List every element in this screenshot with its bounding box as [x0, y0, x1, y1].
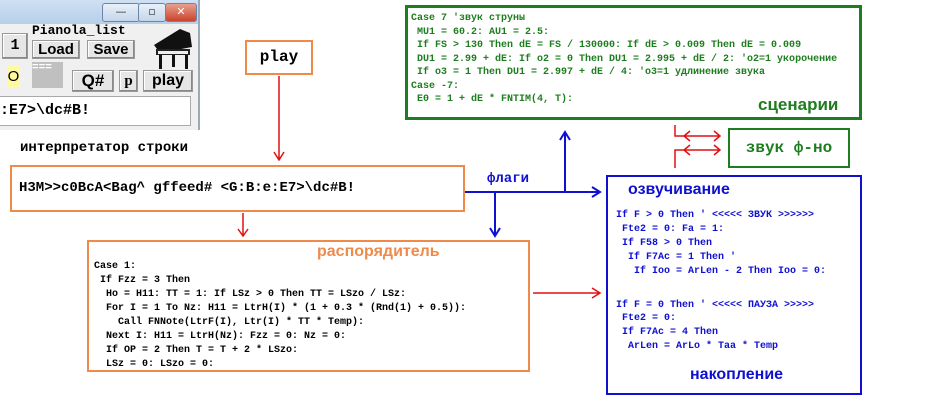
code-line: Case -7:	[411, 80, 460, 92]
code-line: If F > 0 Then ' <<<<< ЗВУК >>>>>>	[616, 210, 815, 221]
code-line: If F7Ac = 4 Then	[616, 327, 719, 339]
dispatcher-code: Case 1: If Fzz = 3 Then Ho = H11: TT = 1…	[94, 246, 523, 372]
voicing-footer: накопление	[690, 366, 784, 383]
separator-display: ===	[32, 62, 63, 88]
code-line: If F7Ac = 1 Then '	[616, 251, 737, 263]
red-arrow-string-to-dispatcher	[237, 213, 249, 238]
interpreter-label: интерпретатор строки	[20, 140, 189, 156]
code-line: LSz = 0: LSzo = 0:	[94, 359, 215, 370]
code-line: Fte2 = 0: Fa = 1:	[616, 223, 725, 235]
red-arrow-dispatcher-to-voicing	[533, 287, 602, 299]
code-line: Fte2 = 0:	[616, 313, 677, 325]
red-double-arrow-2	[674, 144, 722, 168]
red-arrow-play-to-string	[273, 76, 285, 162]
blue-arrow-flags-to-voicing	[465, 186, 602, 198]
code-line: For I = 1 To Nz: H11 = LtrH(I) * (1 + 0.…	[94, 303, 467, 314]
flags-label: флаги	[487, 171, 530, 187]
voicing-code: If F > 0 Then ' <<<<< ЗВУК >>>>>> Fte2 =…	[616, 209, 826, 354]
code-line: Call FNNote(LtrF(I), Ltr(I) * TT * Temp)…	[94, 317, 365, 328]
code-line: If Fzz = 3 Then	[94, 275, 191, 286]
code-line: ArLen = ArLo * Taa * Temp	[616, 341, 779, 353]
code-line: If F = 0 Then ' <<<<< ПАУЗА >>>>>	[616, 299, 815, 311]
code-line: If o3 = 1 Then DU1 = 2.997 + dE / 4: 'o3…	[411, 67, 766, 78]
code-line: If FS > 130 Then dE = FS / 130000: If dE…	[411, 40, 802, 51]
dispatcher-title: распорядитель	[317, 243, 440, 260]
scenarios-title: сценарии	[758, 95, 839, 114]
code-line: Next I: H11 = LtrH(Nz): Fzz = 0: Nz = 0:	[94, 331, 347, 342]
list-label: Pianola_list	[32, 23, 126, 38]
code-line: MU1 = 60.2: AU1 = 2.5:	[411, 26, 550, 38]
code-line: Ho = H11: TT = 1: If LSz > 0 Then TT = L…	[94, 289, 407, 300]
scenarios-box: Case 7 'звук струны MU1 = 60.2: AU1 = 2.…	[405, 5, 862, 120]
p-button[interactable]: p	[119, 70, 138, 92]
code-line: Case 7 'звук струны	[411, 13, 526, 24]
save-button[interactable]: Save	[87, 40, 135, 59]
close-button[interactable]: ✕	[165, 3, 197, 22]
code-line: If Ioo = ArLen - 2 Then Ioo = 0:	[616, 265, 827, 277]
status-indicator: O	[7, 65, 20, 88]
voicing-box: озвучивание If F > 0 Then ' <<<<< ЗВУК >…	[606, 175, 862, 395]
scenarios-code: Case 7 'звук струны MU1 = 60.2: AU1 = 2.…	[411, 12, 856, 107]
play-box: play	[245, 40, 313, 75]
grand-piano-icon	[154, 29, 192, 69]
voicing-title: озвучивание	[628, 181, 730, 198]
code-line: DU1 = 2.99 + dE: If o2 = 0 Then DU1 = 2.…	[411, 53, 838, 65]
string-input[interactable]: :E7>\dc#B!	[0, 96, 191, 126]
code-line: E0 = 1 + dE * FNTIM(4, T):	[411, 94, 574, 105]
q-sharp-button[interactable]: Q#	[72, 70, 114, 92]
code-line: If F58 > 0 Then	[616, 237, 713, 249]
code-line: If OP = 2 Then T = T + 2 * LSzo:	[94, 345, 299, 356]
string-box: H3M>>c0BcA<Bag^ gffeed# <G:B:e:E7>\dc#B!	[10, 165, 465, 212]
load-button[interactable]: Load	[32, 40, 80, 59]
blue-arrow-flags-to-dispatcher	[489, 192, 501, 238]
code-line: Case 1:	[94, 261, 137, 272]
blue-arrow-flags-to-scenarios	[559, 130, 571, 192]
pianola-window: — ▫ ✕ 1 Pianola_list Load Save O === Q# …	[0, 0, 200, 130]
number-button[interactable]: 1	[2, 33, 28, 59]
piano-sound-box: звук ф-но	[728, 128, 850, 168]
play-button[interactable]: play	[143, 70, 193, 92]
red-double-arrow-1	[674, 125, 722, 142]
dispatcher-box: распорядитель Case 1: If Fzz = 3 Then Ho…	[87, 240, 530, 372]
